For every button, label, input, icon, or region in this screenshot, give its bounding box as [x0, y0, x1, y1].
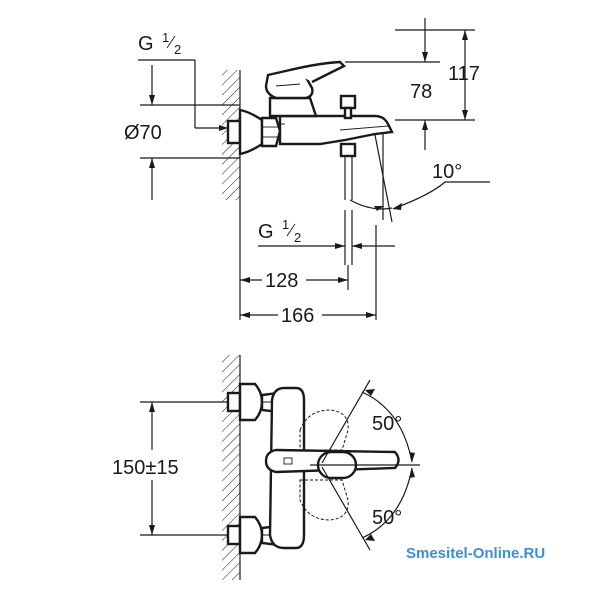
wall-fitting — [226, 108, 282, 156]
thread-bottom-base: G — [258, 221, 274, 243]
handle-ghost-positions — [299, 409, 349, 521]
length-128-label: 128 — [265, 270, 298, 292]
watermark: Smesitel-Online.RU — [406, 545, 545, 562]
angle-top-label: 10° — [432, 161, 462, 183]
thread-top-num: 1 — [162, 30, 169, 45]
height-dimensions: 78 117 — [345, 18, 480, 150]
length-dimensions: 128 166 — [239, 205, 377, 327]
diameter-label: Ø70 — [124, 122, 162, 144]
thread-top-dimension: G 1 2 — [138, 30, 228, 131]
thread-bottom-num: 1 — [282, 217, 289, 232]
mixer-handle — [264, 60, 347, 118]
thread-bottom-dimension: G 1 2 — [258, 217, 395, 249]
angle-front-dimensions: 50° 50° — [310, 379, 420, 551]
angle-top-dimension: 10° — [349, 134, 490, 223]
diverter-knob — [339, 94, 357, 120]
diameter-dimension: Ø70 — [124, 65, 240, 200]
length-166-label: 166 — [281, 305, 314, 327]
front-view: 150±15 50° 50° — [112, 355, 420, 580]
height-78-label: 78 — [410, 81, 432, 103]
centers-label: 150±15 — [112, 457, 179, 479]
centers-dimension: 150±15 — [112, 401, 228, 536]
wall-front — [222, 355, 241, 580]
thread-top-den: 2 — [174, 42, 181, 57]
height-117-label: 117 — [448, 63, 480, 85]
angle-lower-label: 50° — [372, 507, 402, 529]
thread-bottom-den: 2 — [294, 230, 301, 245]
angle-upper-label: 50° — [372, 413, 402, 435]
mixer-body — [278, 114, 394, 146]
thread-top-base: G — [138, 33, 154, 55]
side-view: G 1 2 Ø70 78 — [124, 18, 490, 327]
hose-outlet — [339, 142, 357, 265]
